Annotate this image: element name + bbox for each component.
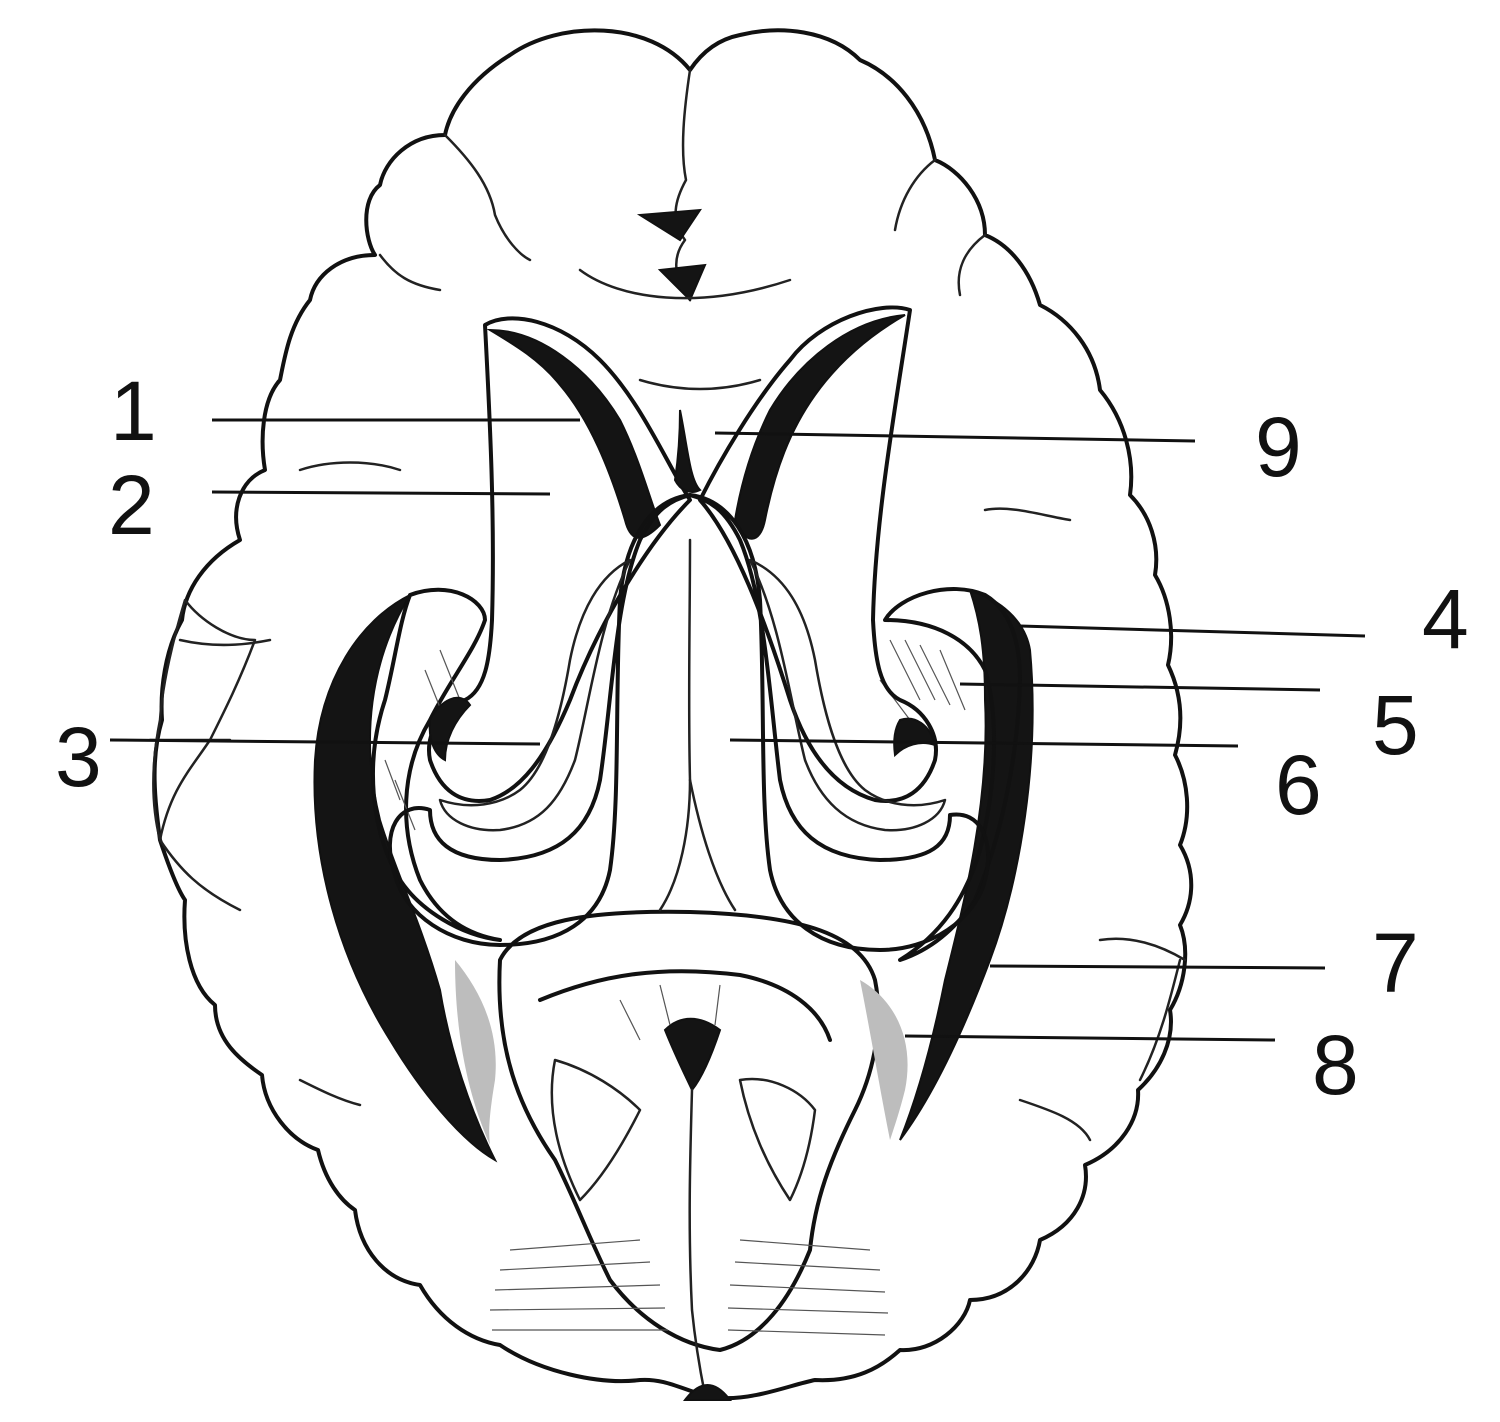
leader-7 <box>989 964 1326 970</box>
leader-4 <box>1019 624 1366 638</box>
leader-3 <box>109 738 541 746</box>
temporal-curves <box>371 587 1022 962</box>
brain-cortex <box>148 28 1194 1401</box>
label-7: 7 <box>1372 916 1419 1010</box>
leader-8 <box>904 1034 1276 1042</box>
label-5: 5 <box>1372 678 1419 772</box>
leader-lines <box>109 418 1366 1042</box>
label-9: 9 <box>1255 400 1302 494</box>
label-3: 3 <box>55 710 102 804</box>
lateral-ventricles <box>388 305 991 952</box>
number-labels: 1 2 3 4 5 6 7 8 9 <box>55 364 1469 1112</box>
leader-2 <box>211 490 551 496</box>
occipital-region <box>489 909 889 1401</box>
label-8: 8 <box>1312 1018 1359 1112</box>
label-2: 2 <box>108 458 155 552</box>
leader-5 <box>959 682 1321 692</box>
label-6: 6 <box>1275 738 1322 832</box>
leader-6 <box>729 738 1239 748</box>
label-4: 4 <box>1422 572 1469 666</box>
label-1: 1 <box>110 364 157 458</box>
leader-9 <box>714 431 1196 443</box>
posterior-horns <box>313 588 1034 1163</box>
